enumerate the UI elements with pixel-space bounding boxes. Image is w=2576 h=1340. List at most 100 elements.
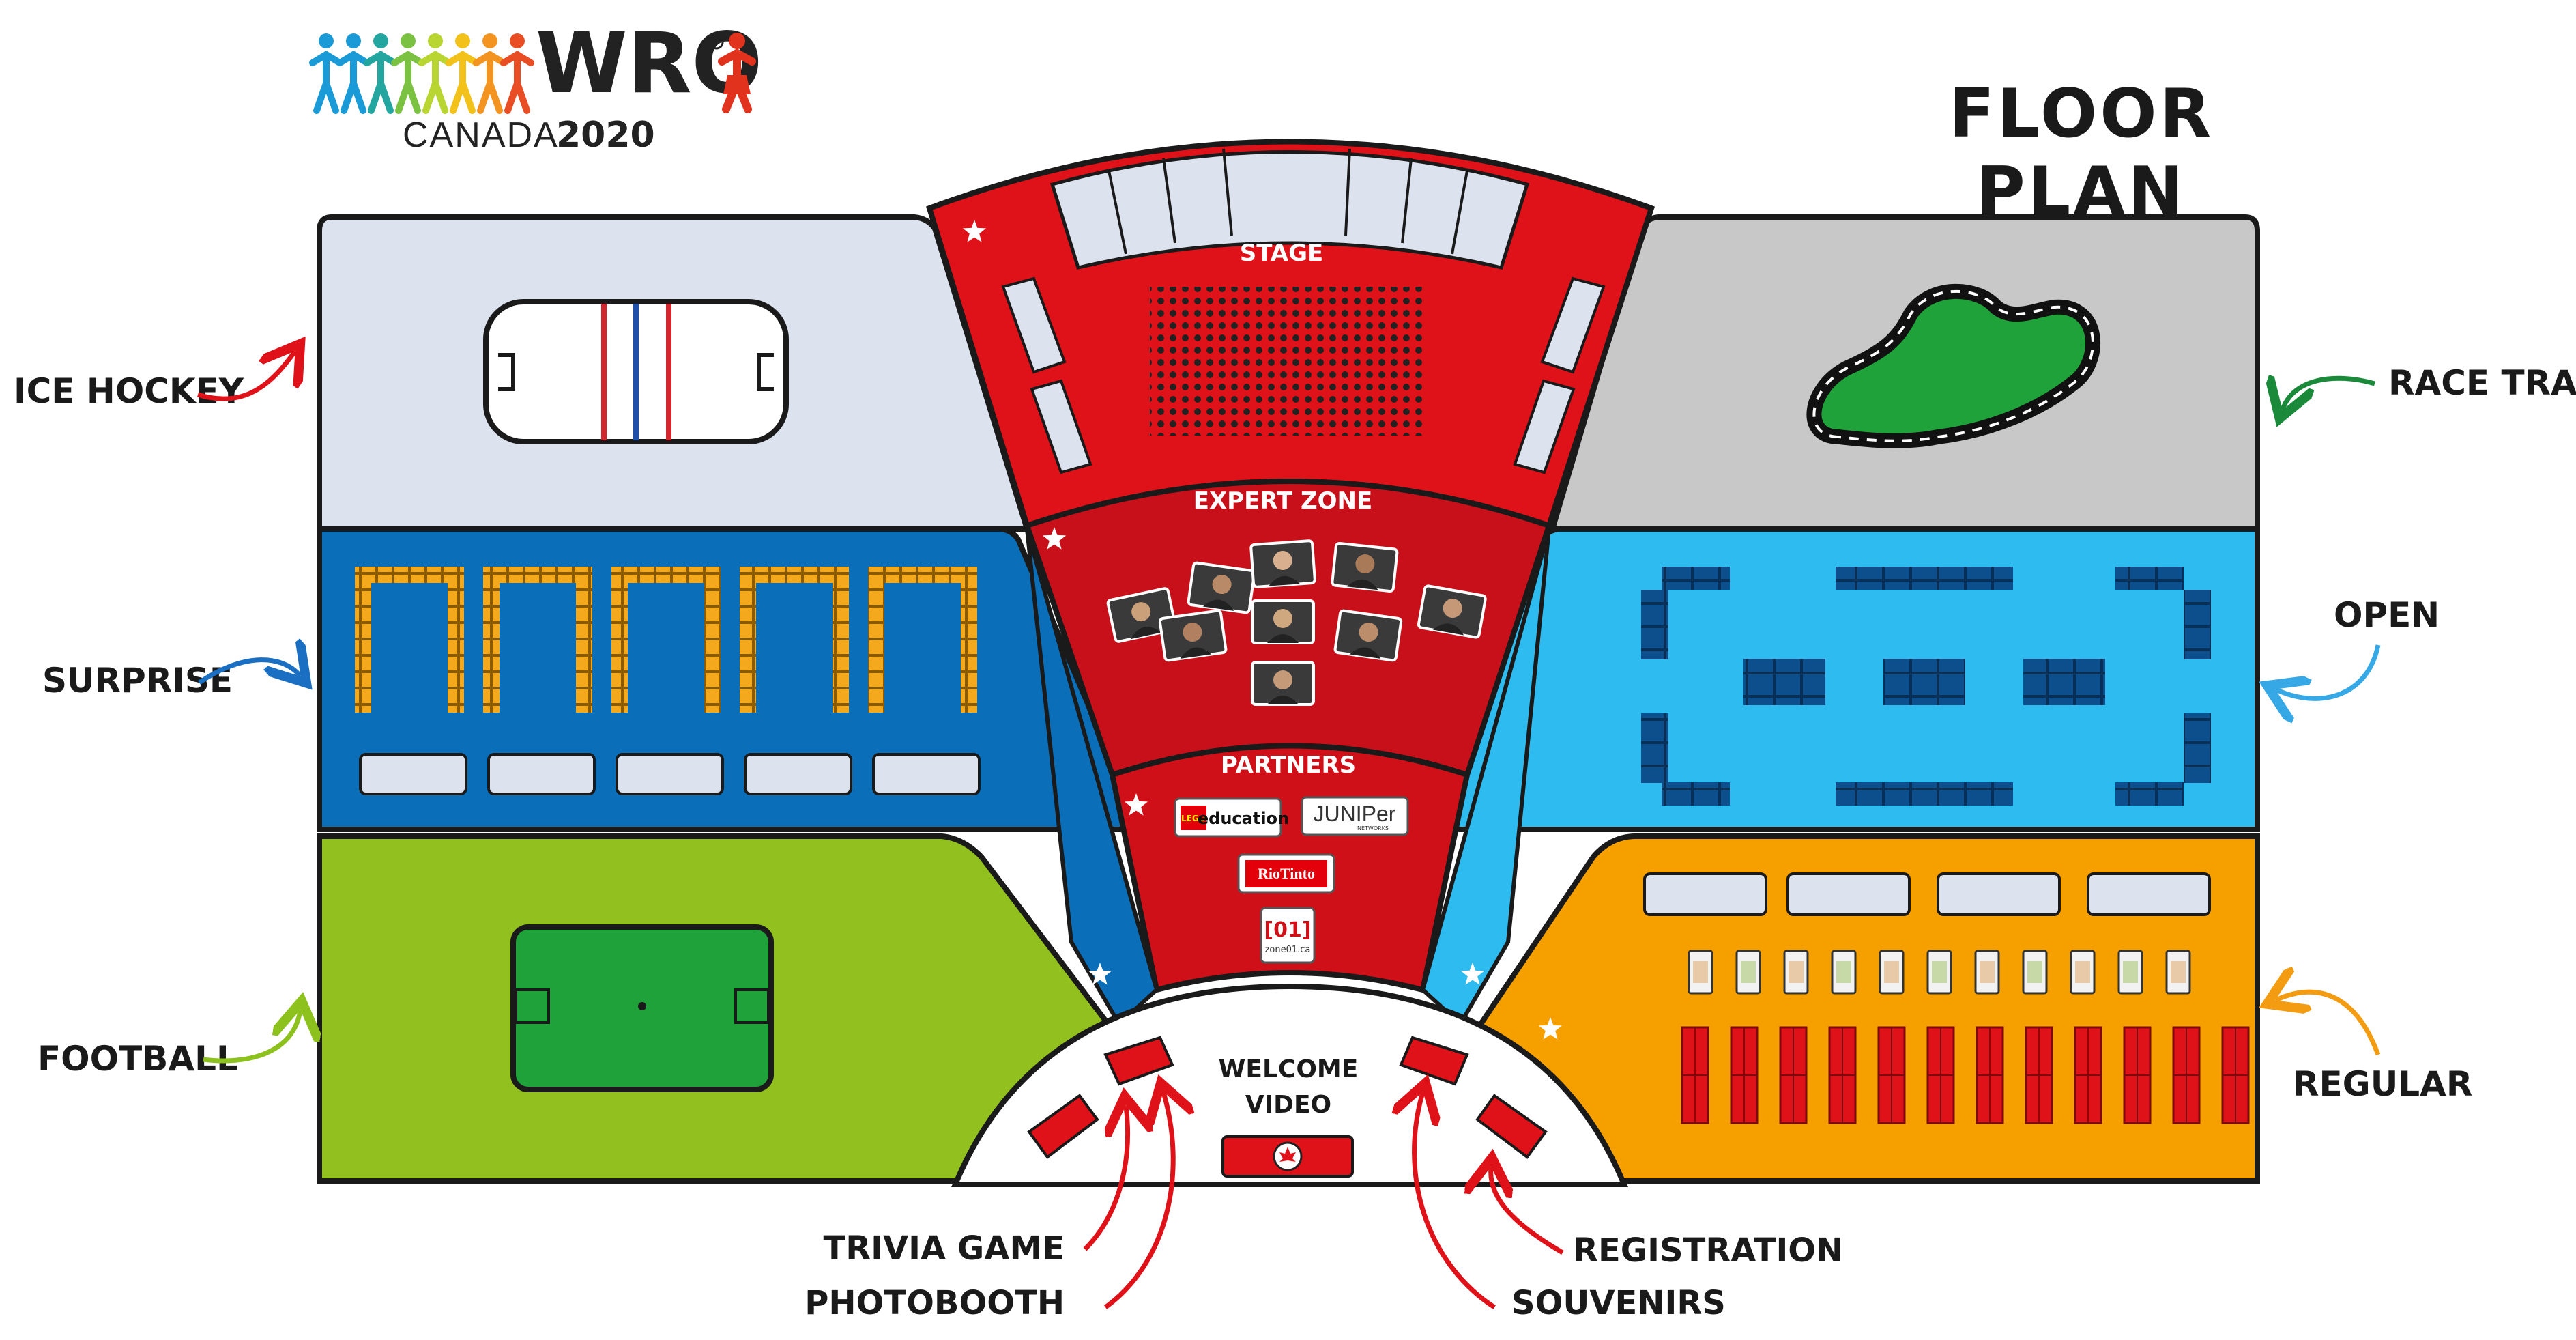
orange-table-row [611, 567, 721, 583]
star-icon [1124, 793, 1148, 816]
navy-table-row [2115, 782, 2184, 806]
navy-table-block [2023, 659, 2105, 705]
mat-icon [1783, 950, 1809, 995]
surprise-benches [359, 753, 981, 795]
star-markers [962, 220, 1563, 1040]
logo-person-icon [336, 33, 371, 114]
orange-table-column [576, 583, 592, 713]
orange-table-column [355, 583, 371, 713]
zone01-logo: [01] zone01.ca [1260, 907, 1316, 964]
logo-person-icon [418, 33, 452, 114]
orange-table-row [740, 567, 849, 583]
callout-trivia: TRIVIA GAME [823, 1106, 1127, 1268]
expert-photo [1106, 587, 1177, 643]
green-arrow-icon [2283, 378, 2375, 410]
orange-table-column [483, 583, 500, 713]
orange-table-column [740, 583, 756, 713]
zone-football [317, 833, 1109, 1184]
photobooth-label: PHOTOBOOTH [805, 1284, 1065, 1322]
label-regular: REGULAR [2276, 992, 2472, 1104]
navy-table-block [1883, 659, 1965, 705]
stage-platform-dividers [1108, 148, 1468, 255]
zone-stage: STAGE [926, 139, 1655, 530]
zone-open [1436, 526, 2260, 832]
orange-table-column [868, 583, 884, 713]
navy-table-column [1641, 590, 1668, 659]
riotinto-text: RioTinto [1258, 865, 1315, 882]
trivia-arrow-icon [1083, 1106, 1128, 1251]
wro-logo: WRO CANADA 2020 [309, 15, 762, 156]
mat-icon [1831, 950, 1857, 995]
expert-photo [1249, 539, 1316, 588]
expert-photo [1331, 541, 1399, 593]
people-chain-icon [309, 33, 534, 114]
label-ice-hockey: ICE HOCKEY [14, 352, 295, 411]
expert-photo [1417, 584, 1487, 639]
callout-souvenirs: SOUVENIRS [1415, 1092, 1726, 1322]
white-bench [2087, 872, 2211, 916]
photobooth-booth [1027, 1094, 1099, 1159]
logo-country: CANADA [403, 115, 559, 155]
orange-table-column [611, 583, 628, 713]
photobooth-arrow-icon [1103, 1092, 1173, 1309]
lego-education-logo: LEGO education [1174, 797, 1289, 838]
stage-label: STAGE [1240, 240, 1324, 267]
juniper-text: JUNIPer [1314, 801, 1396, 826]
zone-regular [1477, 833, 2260, 1184]
expert-photo [1333, 609, 1403, 662]
regular-table-layout [1643, 872, 2250, 1124]
navy-table-row [2115, 567, 2184, 590]
navy-table-column [2184, 590, 2211, 659]
white-bench [616, 753, 724, 795]
welcome-video-screen [1221, 1135, 1354, 1178]
orange-table-column [704, 583, 721, 713]
race-track-label: RACE TRACK [2388, 363, 2576, 403]
callout-registration: REGISTRATION [1491, 1167, 1843, 1270]
expert-photo [1251, 599, 1315, 644]
zone-surprise [317, 526, 1146, 832]
white-bench [1937, 872, 2061, 916]
white-bench [872, 753, 981, 795]
riotinto-logo: RioTinto [1237, 853, 1335, 894]
registration-booth [1399, 1036, 1469, 1086]
welcome-label-line2: VIDEO [1245, 1091, 1331, 1119]
logo-person-icon [500, 33, 534, 114]
navy-table-block [1743, 659, 1825, 705]
cyan-arrow-icon [2276, 644, 2381, 698]
stage-side-screens [1001, 276, 1606, 474]
race-track-icon [1806, 283, 2100, 448]
navy-table-row [1836, 567, 2013, 590]
white-bench [744, 753, 852, 795]
logo-person-icon [309, 33, 343, 114]
open-table-layout [1641, 567, 2211, 806]
trivia-booth [1103, 1036, 1174, 1086]
expert-photo [1187, 561, 1256, 614]
registration-label: REGISTRATION [1573, 1231, 1843, 1270]
mat-icon [2070, 950, 2096, 995]
expert-photos [1106, 539, 1487, 706]
orange-table-row [355, 567, 464, 583]
orange-table-column [961, 583, 977, 713]
mat-icon [1735, 950, 1761, 995]
star-icon [1538, 1017, 1563, 1040]
ice-hockey-label: ICE HOCKEY [14, 371, 244, 411]
expert-photo [1251, 661, 1315, 706]
zone01-number: [01] [1264, 918, 1311, 942]
mat-icon [1974, 950, 2000, 995]
star-icon [1088, 963, 1112, 985]
souvenirs-label: SOUVENIRS [1511, 1284, 1726, 1322]
blue-arrow-icon [198, 660, 300, 683]
red-arrow-icon [197, 352, 295, 401]
open-label: OPEN [2334, 595, 2440, 635]
white-bench [487, 753, 596, 795]
lego-education-text: education [1198, 809, 1289, 828]
juniper-logo: JUNIPer NETWORKS [1301, 796, 1409, 836]
regular-label: REGULAR [2293, 1064, 2472, 1104]
white-bench [359, 753, 467, 795]
svg-text:LEGO: LEGO [1181, 814, 1206, 823]
navy-table-column [1641, 713, 1668, 783]
mat-icon [1879, 950, 1905, 995]
navy-table-row [1662, 782, 1730, 806]
star-icon [962, 220, 987, 242]
